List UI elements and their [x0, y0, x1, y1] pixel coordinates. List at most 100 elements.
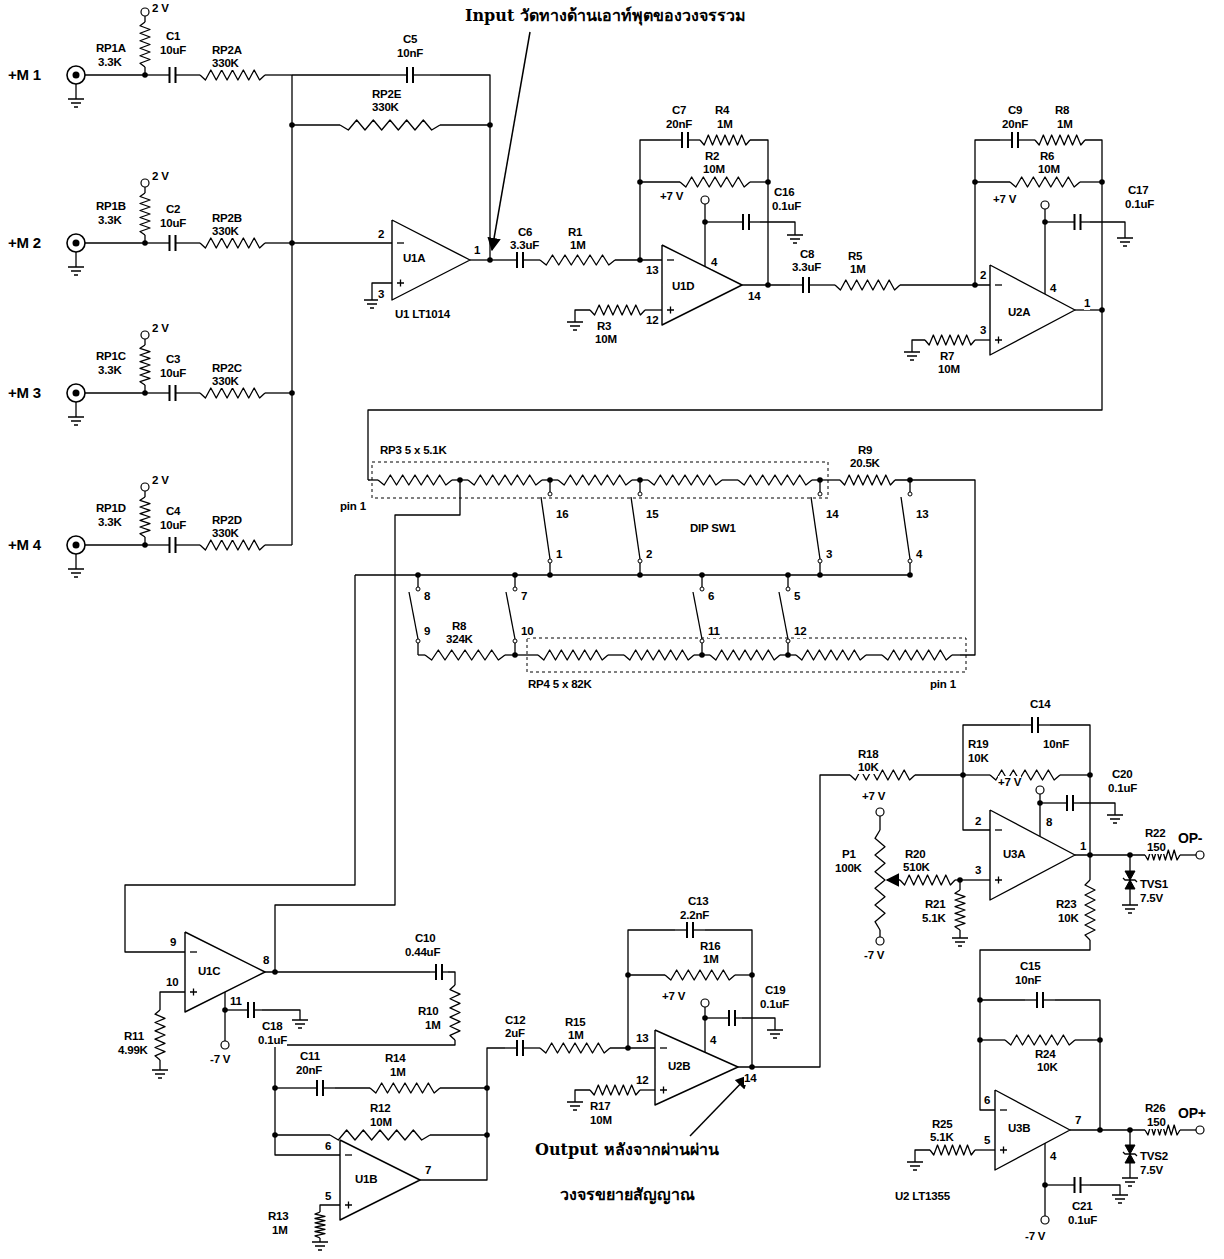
component-label: 1M — [850, 263, 866, 276]
component-label: C3 — [166, 353, 180, 366]
resistor-symbol — [200, 540, 265, 550]
wire — [963, 725, 1020, 775]
resistor-symbol — [882, 650, 952, 660]
component-label: C13 — [688, 895, 709, 908]
wire — [1000, 139, 1012, 140]
wire — [176, 242, 201, 243]
opamp-symbol — [995, 1090, 1070, 1170]
resistor-pack-outline — [527, 638, 966, 672]
switch-lever — [779, 592, 788, 639]
component-label: 10M — [938, 363, 960, 376]
component-label: 3 — [980, 324, 986, 337]
callout-arrow — [690, 1076, 748, 1136]
component-label: R26 — [1145, 1102, 1166, 1115]
component-label: 10uF — [160, 44, 186, 57]
wire — [963, 775, 990, 830]
component-label: 20nF — [296, 1064, 322, 1077]
component-label: 4.99K — [118, 1044, 148, 1057]
wire — [1018, 139, 1030, 140]
wire — [75, 554, 76, 569]
wire — [523, 259, 540, 260]
resistor-symbol — [840, 475, 895, 485]
component-label: C17 — [1128, 184, 1149, 197]
component-label: 2 V — [152, 322, 169, 335]
component-label: 2 — [980, 269, 986, 282]
junction-dot — [512, 572, 518, 578]
junction-dot — [272, 969, 278, 975]
wire — [292, 242, 392, 243]
component-label: 0.1uF — [1108, 782, 1137, 795]
wire — [1075, 854, 1145, 855]
component-label: 6 — [984, 1094, 990, 1107]
component-label: R18 — [858, 748, 879, 761]
switch-lever — [541, 497, 550, 559]
supply-terminal — [141, 331, 149, 339]
wire — [530, 654, 538, 655]
wire — [1180, 854, 1196, 855]
wire — [159, 1060, 160, 1070]
wire — [144, 491, 145, 497]
component-label: 7 — [425, 1164, 431, 1177]
wire — [85, 544, 145, 545]
input-jack-pin — [73, 72, 80, 79]
component-label: R2 — [705, 150, 719, 163]
ground-symbol — [68, 417, 84, 425]
component-label: RP3 5 x 5.1K — [380, 444, 447, 457]
wire — [275, 480, 460, 972]
component-label: +7 V — [998, 776, 1021, 789]
wire — [225, 1009, 240, 1010]
tvs-diode — [1125, 871, 1135, 880]
wire — [420, 1048, 505, 1180]
switch-contact — [818, 559, 822, 563]
component-label: 5 — [325, 1190, 331, 1203]
wire — [1060, 802, 1067, 803]
resistor-symbol — [330, 1130, 430, 1140]
callout-arrow — [492, 32, 530, 250]
resistor-symbol — [370, 1083, 440, 1093]
switch-contact — [416, 639, 420, 643]
supply-terminal — [1196, 851, 1204, 859]
component-label: RP1C — [96, 350, 126, 363]
capacitor-symbol — [1032, 717, 1038, 733]
component-label: 7 — [521, 590, 527, 603]
component-label: 10K — [968, 752, 989, 765]
supply-terminal — [1036, 786, 1044, 794]
wire — [75, 84, 76, 99]
wire — [820, 479, 840, 480]
resistor-symbol — [200, 238, 265, 248]
component-label: DIP SW1 — [690, 522, 736, 535]
resistor-symbol — [140, 497, 150, 537]
supply-terminal — [141, 483, 149, 491]
junction-dot — [699, 572, 705, 578]
wire — [380, 74, 407, 75]
component-label: R8 — [1055, 104, 1069, 117]
ground-symbol — [312, 1242, 328, 1250]
wire — [735, 1017, 742, 1018]
wire — [975, 140, 1000, 285]
resistor-symbol — [315, 1212, 325, 1238]
junction-dot — [785, 572, 791, 578]
resistor-symbol — [1010, 177, 1080, 187]
junction-dot — [785, 652, 791, 658]
wire — [640, 181, 680, 182]
component-label: 1M — [703, 953, 719, 966]
resistor-symbol — [590, 305, 645, 315]
tvs-bar — [1123, 878, 1137, 882]
component-label: +M 2 — [8, 234, 41, 251]
wire — [1045, 1184, 1065, 1185]
component-label: C5 — [403, 33, 417, 46]
component-label: 14 — [748, 290, 760, 303]
component-label: 330K — [372, 101, 399, 114]
opamp-symbol — [662, 245, 742, 325]
resistor-symbol — [648, 475, 722, 485]
input-jack — [67, 234, 85, 252]
wire — [176, 544, 201, 545]
resistor-symbol — [468, 475, 542, 485]
wire — [675, 929, 687, 930]
component-label: C8 — [800, 248, 814, 261]
wire — [535, 1047, 540, 1048]
component-label: 1 — [1080, 840, 1086, 853]
wire — [125, 575, 355, 952]
resistor-symbol — [340, 120, 440, 130]
opamp-symbol — [655, 1030, 738, 1105]
